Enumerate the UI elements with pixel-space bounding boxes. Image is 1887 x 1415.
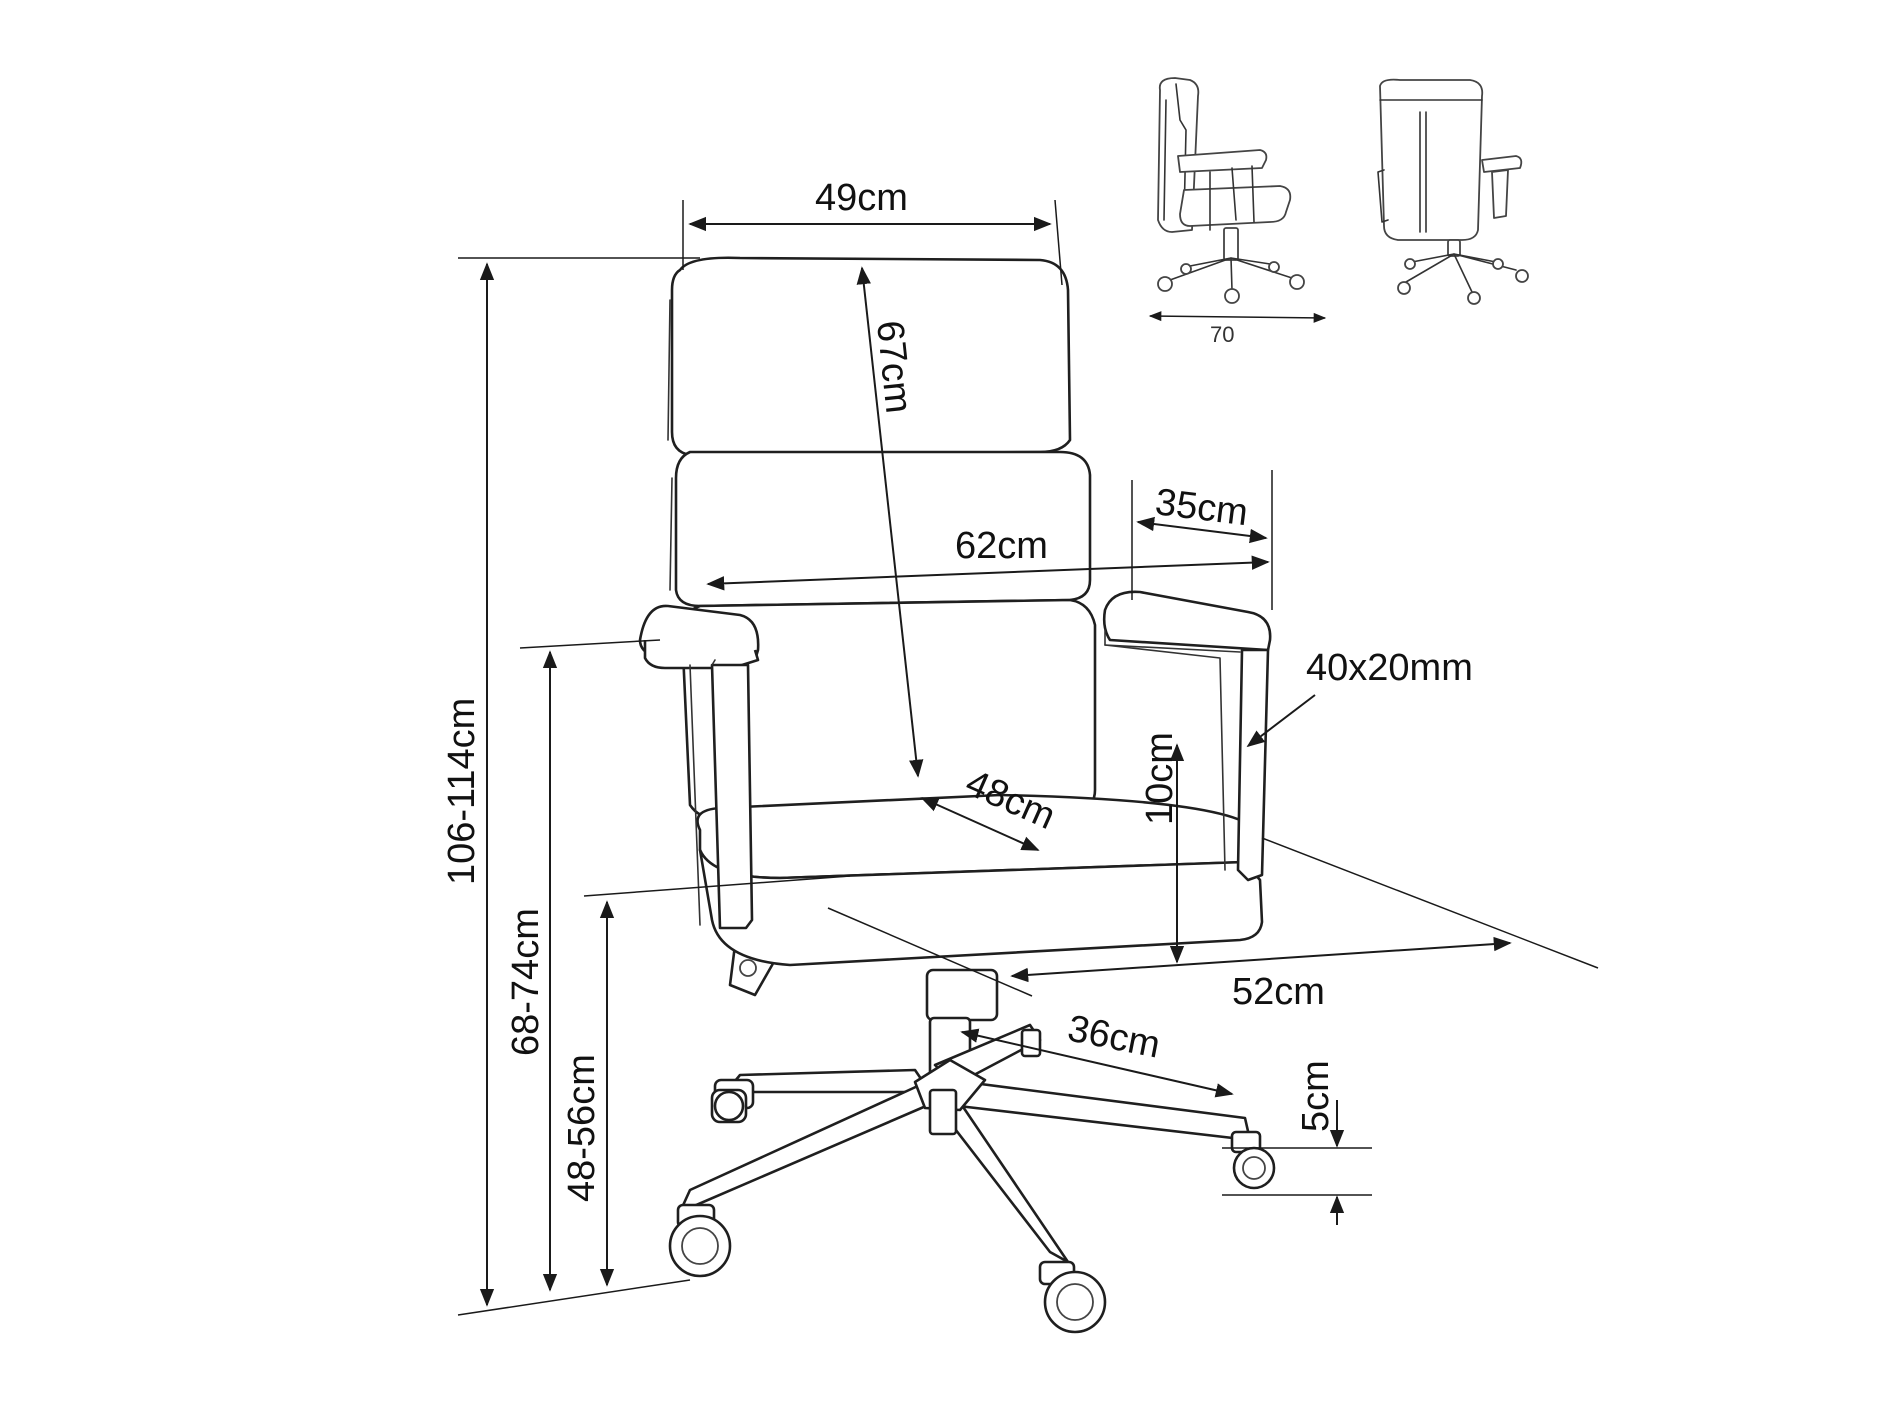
caster-front-center [1038, 1260, 1107, 1334]
label-total-height: 106-114cm [441, 698, 483, 885]
star-base [678, 1023, 1252, 1264]
label-armrest-height: 68-74cm [505, 908, 547, 1056]
label-backrest-width: 49cm [815, 177, 908, 219]
label-seat-height: 48-56cm [561, 1054, 603, 1202]
dim-base-radius [960, 1028, 1234, 1098]
armrest-right [1102, 590, 1272, 882]
thumbnail-side-view: 70 [1148, 77, 1327, 347]
label-overall-depth: 52cm [1232, 971, 1325, 1013]
dim-total-height [457, 257, 700, 1316]
label-thumbnail-width: 70 [1210, 322, 1234, 347]
label-overall-width: 62cm [955, 525, 1048, 567]
label-armrest-profile: 40x20mm [1306, 647, 1473, 689]
dim-caster-height [1222, 1100, 1372, 1225]
label-seat-thickness: 10cm [1139, 732, 1181, 825]
dim-backrest-height [856, 266, 924, 778]
caster-right [1230, 1130, 1276, 1190]
dim-seat-height [583, 875, 851, 1287]
dimension-lines [457, 199, 1599, 1316]
caster-left-back [710, 1078, 755, 1124]
label-base-radius: 36cm [1064, 1008, 1163, 1067]
casters [668, 1028, 1276, 1334]
caster-front-left [668, 1203, 732, 1278]
label-backrest-height: 67cm [868, 319, 919, 416]
dim-overall-depth [827, 837, 1599, 997]
caster-back [1020, 1028, 1042, 1058]
dim-armrest-height [519, 639, 661, 1292]
dim-overall-width [706, 555, 1270, 591]
label-caster-height: 5cm [1295, 1060, 1337, 1132]
thumbnail-back-view [1377, 78, 1529, 305]
armrest-left [638, 604, 760, 930]
dim-seat-depth [920, 797, 1040, 851]
dim-armrest-profile [1246, 694, 1316, 748]
dim-armrest-length [1131, 470, 1273, 610]
